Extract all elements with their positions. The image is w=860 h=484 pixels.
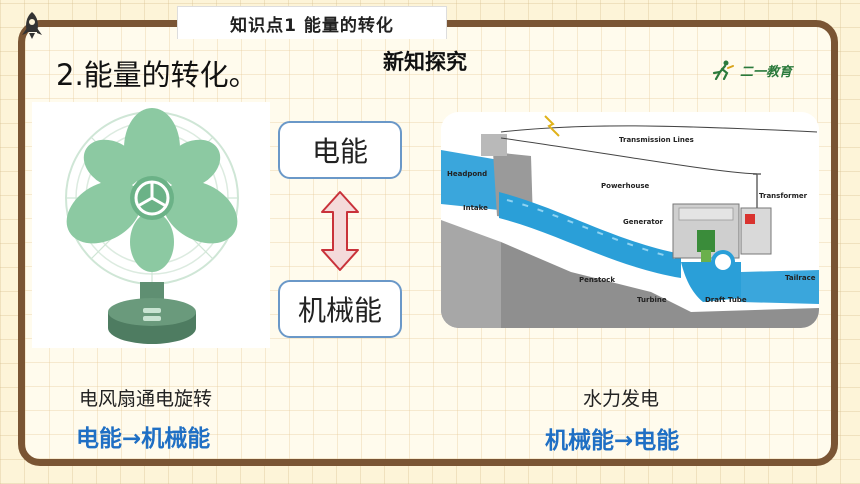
fan-caption: 电风扇通电旋转 [79,388,213,410]
label-penstock: Penstock [579,276,615,284]
runner-logo-icon [712,60,734,80]
fan-conversion: 电能→机械能 [76,426,211,452]
mechanical-energy-box: 机械能 [278,280,402,338]
topic-label: 知识点1 能量的转化 [230,15,394,36]
section-heading: 2.能量的转化。 [56,58,258,92]
double-arrow-icon [321,191,359,271]
topic-tab: 知识点1 能量的转化 [177,6,447,39]
electric-energy-box: 电能 [278,121,402,179]
label-powerhouse: Powerhouse [601,182,650,190]
label-transmission: Transmission Lines [619,136,694,144]
label-generator: Generator [623,218,664,226]
rocket-icon [22,12,42,39]
label-draft-tube: Draft Tube [705,296,747,304]
section-subtitle: 新知探究 [383,50,467,74]
label-turbine: Turbine [637,296,667,304]
label-intake: Intake [463,204,488,212]
label-tailrace: Tailrace [785,274,816,282]
brand-logo: 二一教育 [710,60,792,80]
hydro-conversion: 机械能→电能 [545,428,680,454]
label-headpond: Headpond [447,170,487,178]
hydro-caption: 水力发电 [583,388,660,410]
hydro-diagram: Transmission Lines Headpond Intake Power… [441,112,819,328]
label-transformer: Transformer [759,192,808,200]
fan-illustration [32,102,270,348]
logo-text: 二一教育 [740,64,793,80]
